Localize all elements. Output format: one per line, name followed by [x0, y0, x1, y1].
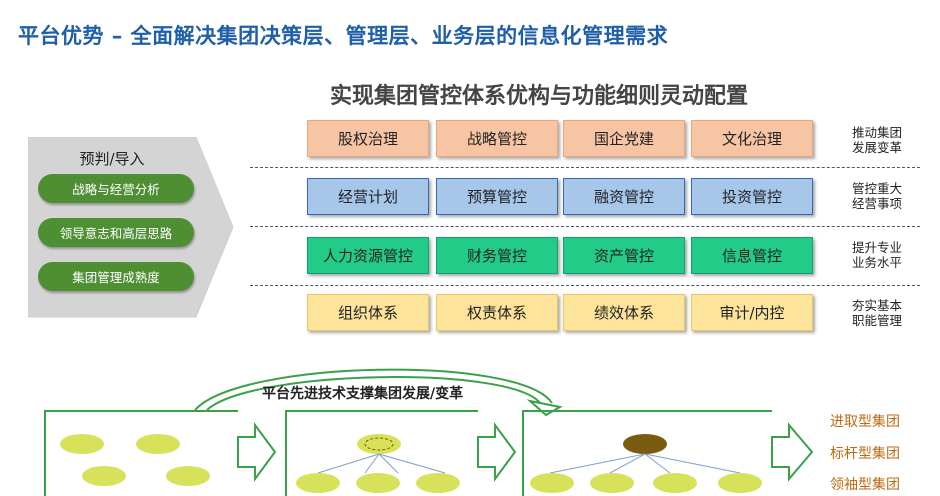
- row-divider-3: [250, 285, 920, 286]
- platform-caption: 平台先进技术支撑集团发展/变革: [262, 386, 464, 402]
- node-s2-a: [296, 473, 340, 493]
- cell-hr-control: 人力资源管控: [307, 237, 429, 274]
- node-s1-b: [136, 434, 180, 454]
- row-label-2-line1: 管控重大: [852, 181, 903, 196]
- row-label-4-line1: 夯实基本: [852, 298, 903, 313]
- cell-asset-control: 资产管控: [563, 237, 685, 274]
- curved-arrow-outer: [194, 368, 553, 411]
- cell-financing-control: 融资管控: [563, 178, 685, 215]
- row-label-1: 推动集团 发展变革: [852, 125, 902, 155]
- link-s2-2: [364, 453, 380, 474]
- row-label-2: 管控重大 经营事项: [852, 181, 902, 211]
- link-s3-2: [609, 453, 646, 474]
- node-s3-a: [530, 473, 574, 493]
- curved-arrow-inner: [206, 376, 541, 411]
- cell-budget-control: 预算管控: [436, 178, 558, 215]
- row-label-1-line2: 发展变革: [852, 140, 903, 155]
- cell-finance-control: 财务管控: [436, 237, 558, 274]
- link-s3-3: [644, 453, 671, 474]
- cell-strategy-control: 战略管控: [436, 120, 558, 157]
- cell-business-plan: 经营计划: [307, 178, 429, 215]
- cell-org-system: 组织体系: [307, 294, 429, 331]
- node-s3-c: [653, 473, 697, 493]
- row-label-3: 提升专业 业务水平: [852, 240, 902, 270]
- row-divider-1: [250, 167, 920, 168]
- node-s1-a: [60, 434, 104, 454]
- link-s3-1: [549, 453, 646, 474]
- row-label-1-line1: 推动集团: [852, 125, 903, 140]
- pill-management-maturity: 集团管理成熟度: [38, 262, 194, 291]
- arrow-stage3: [771, 422, 814, 482]
- cell-audit-control: 审计/内控: [691, 294, 813, 331]
- cell-investment-control: 投资管控: [691, 178, 813, 215]
- curved-arrow-head: [526, 399, 563, 417]
- type-label-leader: 领袖型集团: [830, 477, 900, 493]
- cell-culture-governance: 文化治理: [691, 120, 813, 157]
- node-s1-d: [166, 466, 210, 486]
- node-s3-d: [718, 473, 762, 493]
- section-title: 实现集团管控体系优构与功能细则灵动配置: [330, 84, 749, 109]
- row-label-3-line1: 提升专业: [852, 240, 903, 255]
- row-label-4-line2: 职能管理: [852, 313, 903, 328]
- link-s3-4: [644, 453, 741, 474]
- prejudge-title: 预判/导入: [79, 150, 145, 168]
- arrow-stage1: [237, 421, 277, 483]
- cell-performance-system: 绩效体系: [563, 294, 685, 331]
- node-s2-c: [416, 473, 460, 493]
- cell-info-control: 信息管控: [691, 237, 813, 274]
- row-divider-2: [250, 226, 920, 227]
- row-label-4: 夯实基本 职能管理: [852, 298, 902, 328]
- node-s3-b: [590, 473, 634, 493]
- hub-s2-core: [364, 437, 394, 451]
- row-label-3-line2: 业务水平: [852, 255, 903, 270]
- node-s2-b: [356, 473, 400, 493]
- cell-party-building: 国企党建: [563, 120, 685, 157]
- link-s2-3: [378, 453, 399, 474]
- node-s1-c: [82, 466, 126, 486]
- hub-s3: [623, 434, 667, 454]
- hub-s2: [357, 434, 401, 454]
- cell-equity-governance: 股权治理: [307, 120, 429, 157]
- evolution-diagram: [44, 368, 814, 496]
- link-s2-4: [378, 453, 446, 474]
- link-s2-1: [317, 453, 380, 474]
- type-label-benchmark: 标杆型集团: [830, 446, 900, 462]
- page-title: 平台优势 – 全面解决集团决策层、管理层、业务层的信息化管理需求: [18, 24, 669, 48]
- row-label-2-line2: 经营事项: [852, 196, 903, 211]
- pill-strategy-analysis: 战略与经营分析: [38, 174, 194, 203]
- cell-authority-system: 权责体系: [436, 294, 558, 331]
- arrow-stage2: [477, 421, 517, 483]
- type-label-progressive: 进取型集团: [830, 414, 900, 430]
- pill-leadership-intent: 领导意志和高层思路: [38, 218, 194, 247]
